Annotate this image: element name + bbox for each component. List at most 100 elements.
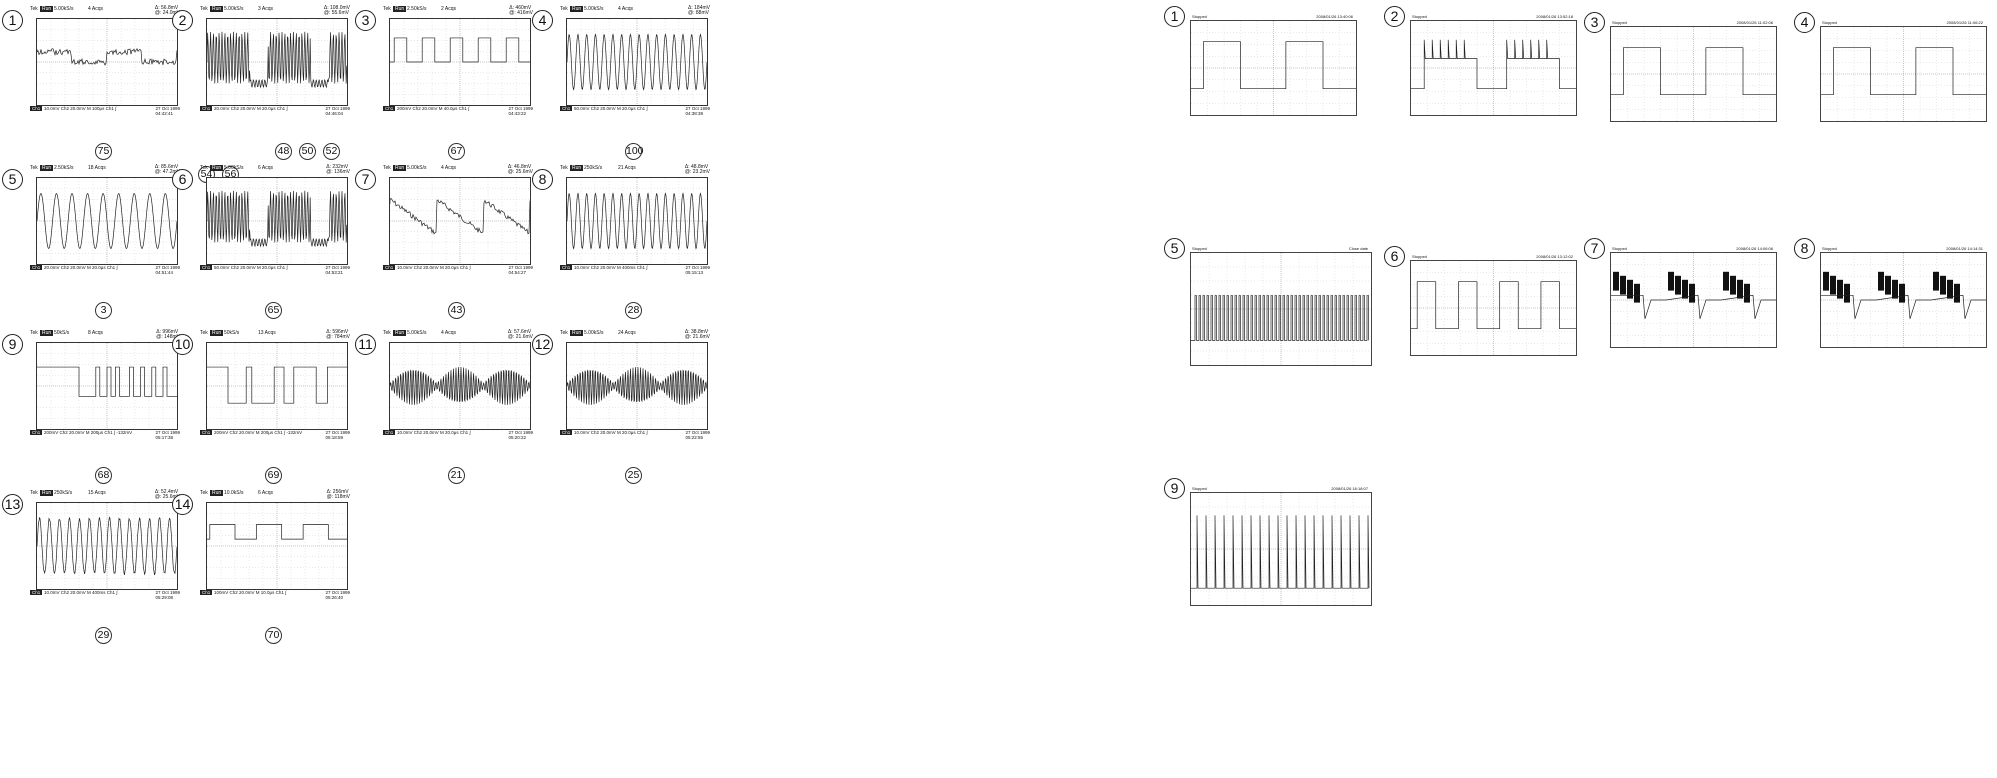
- scale-settings: 20.0mV Ch2 20.0mV M 20.0μs Ch1 ∫: [44, 265, 118, 270]
- cursor-measurements: Δ: 46.8mV@: 25.6mV: [508, 165, 533, 175]
- panel-number: 2: [172, 10, 193, 31]
- acquisition-count: 2 Acqs: [441, 6, 457, 12]
- cursor-position: @: 88mV: [688, 10, 709, 16]
- channel-badge: Ch1: [30, 590, 43, 595]
- brand-label: Tek: [30, 6, 38, 12]
- sample-rate: 5.00kS/s: [584, 330, 604, 336]
- waveform-block: [1723, 271, 1729, 291]
- acquisition-count: 15 Acqs: [88, 490, 106, 496]
- panel-number: 8: [1794, 238, 1815, 259]
- panel-number: 6: [1384, 246, 1405, 267]
- brand-label: Tek: [560, 6, 568, 12]
- waveform-trace: [390, 197, 530, 235]
- cursor-measurements: Δ: 460mV@: 416mV: [509, 6, 533, 16]
- waveform-block: [1689, 283, 1695, 303]
- figure-reference: 43: [448, 302, 465, 319]
- timestamp-time: 04:46:04: [325, 111, 343, 116]
- waveform-block: [1730, 275, 1736, 295]
- capture-status: Stopped: [1822, 246, 1837, 251]
- timestamp-date: 27 Oct 1999: [155, 265, 180, 270]
- waveform-block: [1682, 279, 1688, 299]
- waveform-block: [1837, 279, 1843, 299]
- run-state-badge: Run: [393, 330, 407, 336]
- cursor-delta: Δ: 56.8mV: [154, 5, 179, 11]
- cursor-position: @: 784mV: [326, 334, 350, 340]
- capture-datetime: 2008/01/26 14:14:31: [1946, 246, 1983, 251]
- scope-graticule: [37, 178, 177, 264]
- scope-screen: [1190, 252, 1372, 366]
- capture-datetime: 2008/01/26 13:40:06: [1316, 14, 1353, 19]
- sample-rate: 5.00kS/s: [407, 330, 427, 336]
- scope-screen: [206, 502, 348, 590]
- panel-number: 7: [1584, 238, 1605, 259]
- cursor-delta: Δ: 85.6mV: [154, 164, 179, 170]
- scale-settings: 10.0mV Ch2 20.0mV M 20.0μs Ch1 ∫: [574, 430, 648, 435]
- waveform-block: [1737, 279, 1743, 299]
- timestamp-date: 27 Oct 1999: [325, 590, 350, 595]
- waveform-trace: [567, 367, 707, 405]
- capture-status: Stopped: [1192, 486, 1207, 491]
- acquisition-count: 24 Acqs: [618, 330, 636, 336]
- scale-settings: 50.0mV Ch2 20.0mV M 20.0μs Ch1 ∫: [214, 265, 288, 270]
- capture-status: Stopped: [1612, 246, 1627, 251]
- scope-screen: [1410, 260, 1577, 356]
- timestamp-time: 05:18:59: [325, 435, 343, 440]
- acquisition-count: 3 Acqs: [258, 6, 274, 12]
- cursor-position: @: 21.6mV: [507, 334, 533, 340]
- figure-reference: 48: [275, 143, 292, 160]
- scope-screen: [206, 342, 348, 430]
- channel-badge: Ch1: [30, 265, 43, 270]
- capture-status: Stopped: [1192, 14, 1207, 19]
- figure-reference: 29: [95, 627, 112, 644]
- waveform-block: [1885, 275, 1891, 295]
- panel-number: 7: [355, 169, 376, 190]
- acquisition-count: 6 Acqs: [258, 490, 274, 496]
- brand-label: Tek: [30, 330, 38, 336]
- cursor-position: @: 136mV: [326, 169, 350, 175]
- scope-graticule: [567, 343, 707, 429]
- panel-number: 10: [172, 334, 193, 355]
- acquisition-count: 4 Acqs: [441, 165, 457, 171]
- cursor-delta: Δ: 596mV: [326, 329, 349, 335]
- cursor-delta: Δ: 996mV: [156, 329, 179, 335]
- cursor-measurements: Δ: 48.8mV@: 23.2mV: [685, 165, 710, 175]
- waveform-block: [1892, 279, 1898, 299]
- brand-label: Tek: [383, 6, 391, 12]
- waveform-trace: [390, 367, 530, 405]
- brand-label: Tek: [560, 165, 568, 171]
- capture-datetime: 2008/01/26 13:52:18: [1536, 14, 1573, 19]
- waveform-trace: [1411, 281, 1576, 330]
- cursor-delta: Δ: 52.4mV: [154, 489, 179, 495]
- timestamp-date: 27 Oct 1999: [508, 430, 533, 435]
- waveform-block: [1613, 271, 1619, 291]
- cursor-position: @: 118mV: [326, 494, 350, 500]
- cursor-position: @: 25.6mV: [154, 494, 180, 500]
- timestamp-date: 27 Oct 1999: [685, 106, 710, 111]
- scope-screen: [1820, 252, 1987, 348]
- figure-reference: 3: [95, 302, 112, 319]
- scope-screen: [389, 342, 531, 430]
- waveform-block: [1940, 275, 1946, 295]
- channel-badge: Ch1: [383, 430, 396, 435]
- run-state-badge: Run: [210, 165, 224, 171]
- capture-datetime: 2008/01/26 13:12:02: [1536, 254, 1573, 259]
- scope-capture: Stopped 2008/01/26 13:40:06: [1190, 14, 1357, 116]
- run-state-badge: Run: [40, 330, 54, 336]
- sample-rate: 5.00kS/s: [407, 165, 427, 171]
